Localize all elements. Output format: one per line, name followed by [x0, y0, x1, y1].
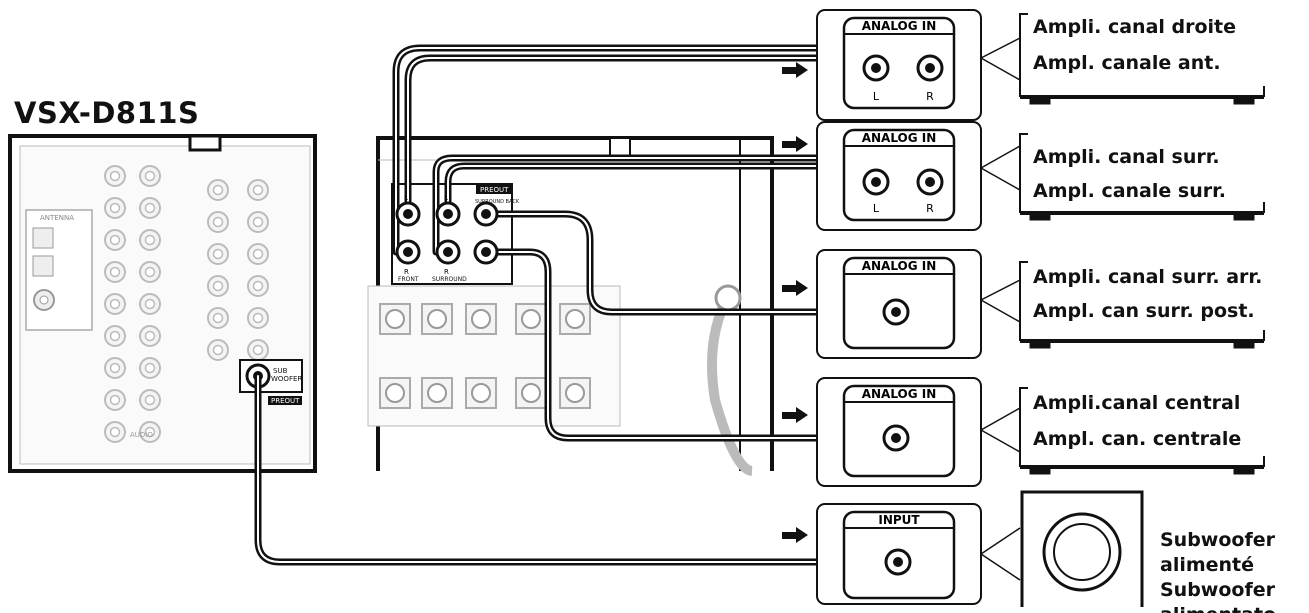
- jack-l-label: L: [404, 194, 408, 202]
- preout-label: PREOUT: [271, 397, 300, 405]
- preout-block-title: PREOUT: [480, 186, 509, 194]
- receiver-rear-panel: ANTENNA SUB WOOFER PREOUT AUDIO: [8, 134, 317, 473]
- jack-r-label: R: [926, 90, 934, 103]
- antenna-label: ANTENNA: [40, 214, 74, 222]
- speaker-terminals: [379, 303, 591, 409]
- sub-out-label-2: WOOFER: [271, 375, 302, 383]
- amp-input-label: ANALOG IN: [862, 19, 937, 33]
- subwoofer-label-it-1: Subwoofer: [1160, 579, 1275, 601]
- jack-l-label: L: [873, 90, 880, 103]
- arrow-icon: [782, 136, 808, 152]
- jack-r-label: R: [926, 202, 934, 215]
- jack-l-label: L: [873, 202, 880, 215]
- amplifier-surround: ANALOG IN L R: [816, 121, 982, 231]
- front-label: FRONT: [398, 276, 419, 283]
- subwoofer-label: Subwoofer alimenté Subwoofer alimentato: [1160, 528, 1276, 613]
- amp-input-label: ANALOG IN: [862, 131, 937, 145]
- subwoofer-label-fr-1: Subwoofer: [1160, 529, 1275, 551]
- amp-label-it: Ampl. can. centrale: [1033, 428, 1242, 450]
- amplifier-units: ANALOG IN L R ANALOG IN L R ANALOG IN: [816, 9, 982, 605]
- callouts: [980, 37, 1021, 581]
- subwoofer-input-unit: INPUT: [816, 503, 982, 605]
- jack-r2-label: R: [444, 268, 449, 276]
- amplifier-center: ANALOG IN: [816, 377, 982, 487]
- jack-l2-label: L: [444, 194, 448, 202]
- surround-back-label: SURROUND BACK: [475, 199, 520, 205]
- sub-out-label: SUB: [273, 367, 288, 375]
- receiver-detail-panel: PREOUT SURROUND BACK FRONT SURROUND: [367, 136, 774, 476]
- arrows: [782, 62, 808, 543]
- surround-label: SURROUND: [432, 276, 467, 283]
- arrow-icon: [782, 527, 808, 543]
- amp-input-label: ANALOG IN: [862, 387, 937, 401]
- amp-label-it: Ampl. canale surr.: [1033, 180, 1226, 202]
- sub-input-label: INPUT: [878, 513, 920, 527]
- receiver-jack-grid: [104, 165, 269, 443]
- arrow-icon: [782, 62, 808, 78]
- amp-label-fr: Ampli. canal droite: [1033, 16, 1237, 38]
- subwoofer-label-fr-2: alimenté: [1160, 554, 1255, 576]
- amplifier-front: ANALOG IN L R: [816, 9, 982, 121]
- label-brackets: [1019, 13, 1265, 475]
- receiver-model-title: VSX-D811S: [14, 96, 200, 130]
- amp-label-fr: Ampli. canal surr. arr.: [1033, 266, 1263, 288]
- amplifier-surround-back: ANALOG IN: [816, 249, 982, 359]
- subwoofer-cabinet: [1020, 490, 1144, 607]
- amp-input-label: ANALOG IN: [862, 259, 937, 273]
- amp-label-it: Ampl. canale ant.: [1033, 52, 1221, 74]
- arrow-icon: [782, 280, 808, 296]
- arrow-icon: [782, 407, 808, 423]
- preout-jacks: L L R R: [395, 194, 499, 276]
- amp-label-fr: Ampli. canal surr.: [1033, 146, 1220, 168]
- subwoofer-label-it-2: alimentato: [1160, 603, 1276, 613]
- jack-r-label: R: [404, 268, 409, 276]
- amp-label-fr: Ampli.canal central: [1033, 392, 1241, 414]
- audio-label: AUDIO: [130, 431, 153, 439]
- amp-label-it: Ampl. can surr. post.: [1033, 300, 1255, 322]
